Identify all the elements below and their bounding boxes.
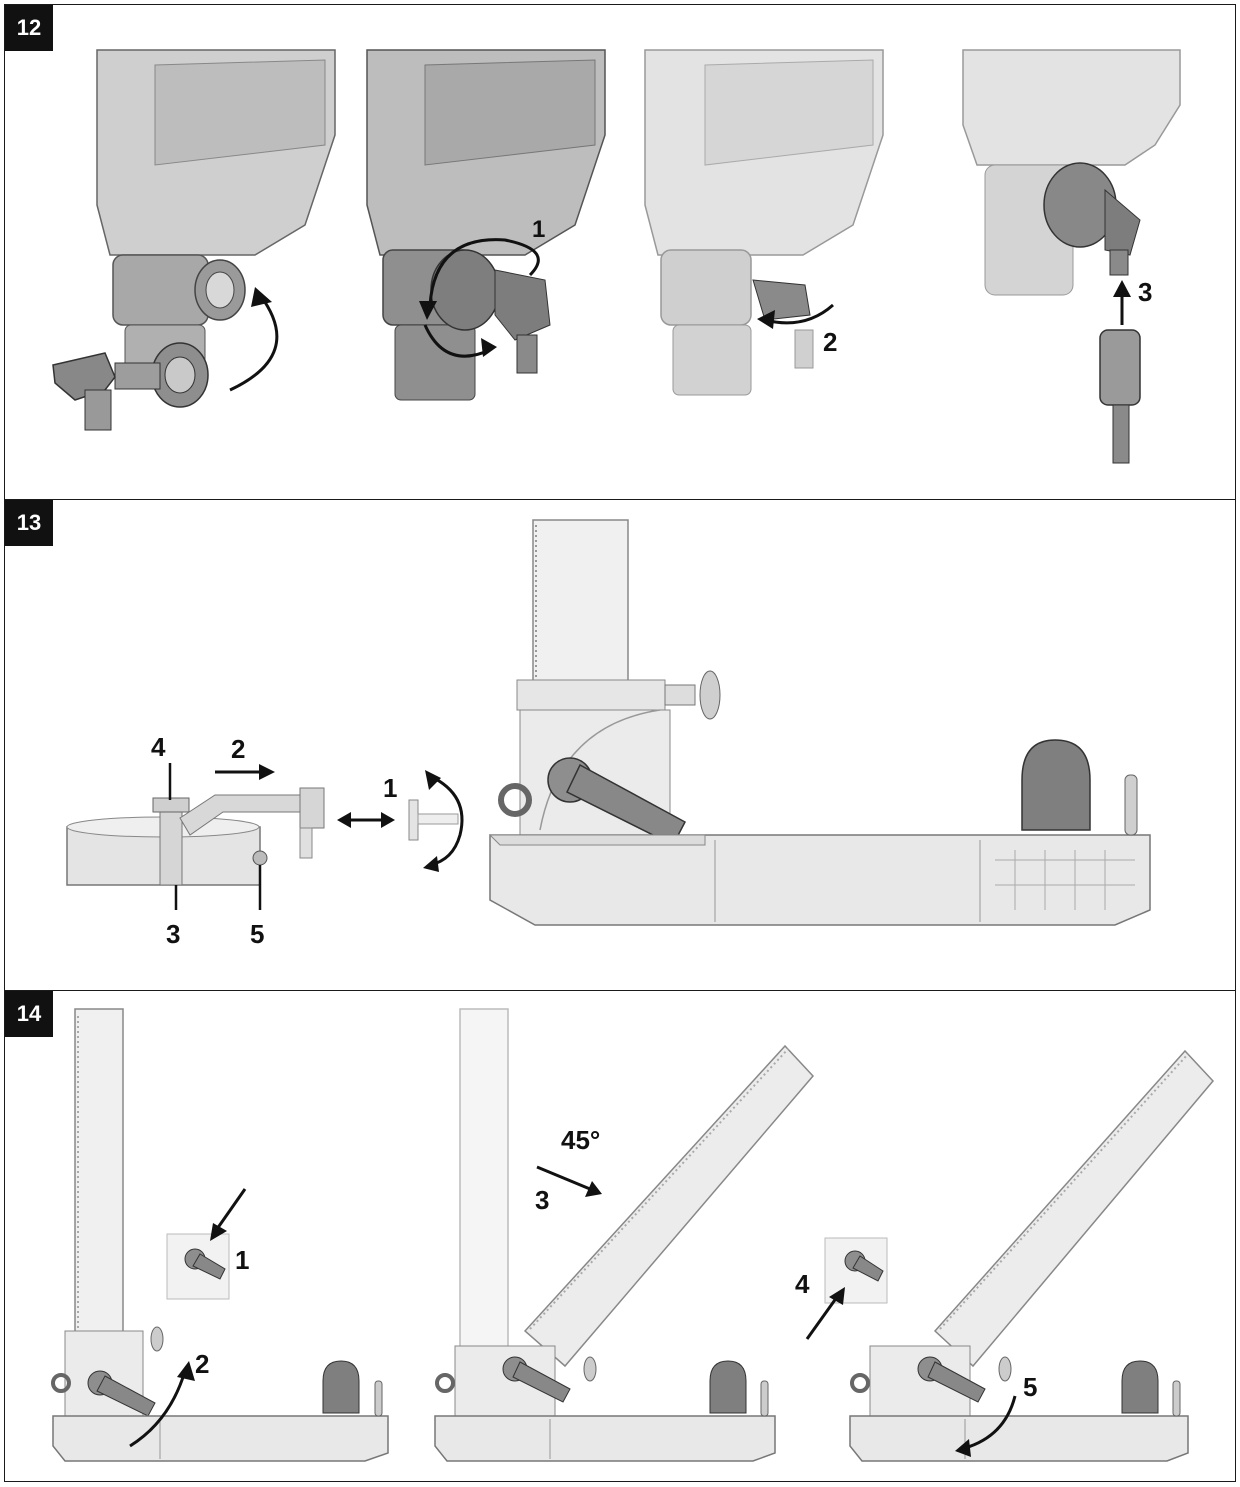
callout-3: 3 (535, 1185, 549, 1215)
figure-13-illustration: 4 3 5 2 1 (66, 519, 1151, 949)
figure-12-panel: 12 (4, 4, 1236, 500)
figure-14-illustration: 1 2 45° 3 (51, 1008, 1215, 1462)
water-hose-connector (1099, 329, 1141, 464)
callout-3: 3 (166, 919, 180, 949)
figure-number-badge: 13 (5, 500, 53, 546)
callout-2: 2 (823, 327, 837, 357)
rotate-arrow-upper (428, 238, 540, 306)
figure-14-panel: 14 1 2 (4, 990, 1236, 1482)
water-valve-detached (52, 342, 209, 431)
callout-1: 1 (383, 773, 397, 803)
press-arrow (210, 1223, 227, 1241)
rotate-arrow (429, 774, 464, 867)
rotate-arrow (229, 294, 279, 392)
rotate-arrow-lower (423, 324, 491, 358)
callout-2: 2 (195, 1349, 209, 1379)
drill-motor-step-d (962, 49, 1181, 296)
drill-stand-base (488, 519, 1151, 926)
figure-12-illustration: 1 2 3 (52, 49, 1181, 464)
callout-4: 4 (795, 1269, 810, 1299)
insert-arrow (1113, 280, 1131, 297)
callout-2: 2 (231, 734, 245, 764)
callout-1: 1 (235, 1245, 249, 1275)
callout-3: 3 (1138, 277, 1152, 307)
tilt-arrow (536, 1165, 591, 1191)
callout-1: 1 (532, 216, 545, 243)
figure-number-badge: 12 (5, 5, 53, 51)
drill-motor-step-a (96, 49, 336, 386)
angle-label: 45° (561, 1125, 600, 1155)
drill-stand-vertical (51, 1008, 389, 1462)
drill-stand-locked (849, 1049, 1215, 1462)
drill-motor-step-c (644, 49, 884, 396)
figure-13-panel: 13 4 3 5 2 1 (4, 499, 1236, 991)
callout-5: 5 (250, 919, 264, 949)
drill-stand-tilting (434, 1008, 815, 1462)
figure-number-badge: 14 (5, 991, 53, 1037)
water-collector-assembly (66, 787, 325, 886)
tighten-arrow (964, 1395, 1017, 1450)
callout-5: 5 (1023, 1372, 1037, 1402)
release-arrow (829, 1287, 845, 1305)
lever-arrow (129, 1370, 187, 1448)
drill-motor-step-b (366, 49, 606, 401)
callout-4: 4 (151, 732, 166, 762)
